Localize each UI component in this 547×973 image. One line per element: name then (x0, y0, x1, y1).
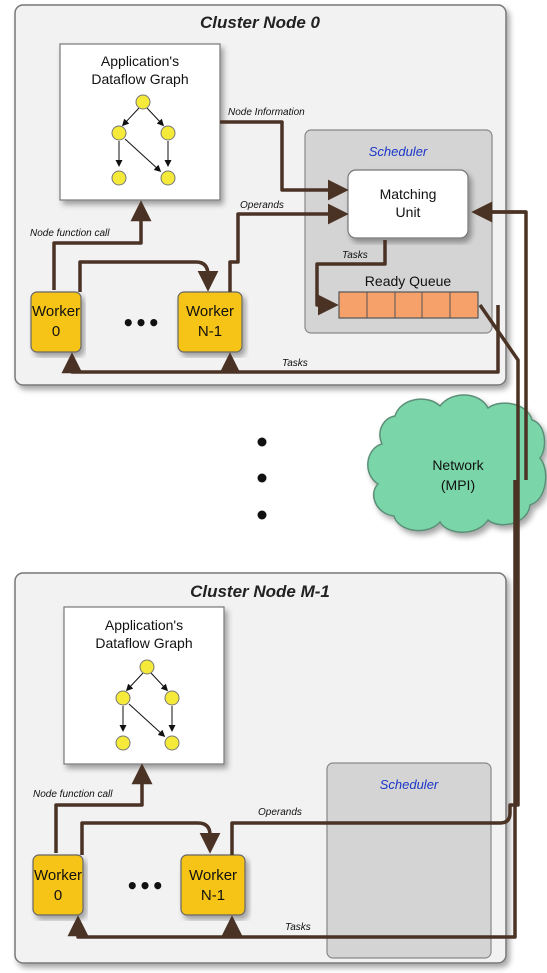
cluster-node-m-1-title: Cluster Node M-1 (190, 582, 330, 601)
worker-n-1-node-m-1: Worker N-1 (180, 854, 246, 916)
edge-operands (228, 203, 349, 292)
dataflow-graph-icon-m-1 (115, 659, 180, 751)
worker-n-1-label-line1: Worker (186, 303, 234, 320)
worker-0-label-line2: 0 (52, 323, 60, 340)
label-node-function-call-node-m-1: Node function call (33, 789, 113, 800)
label-node-function-call-node-0: Node function call (30, 228, 110, 239)
worker-n-1-m-1-label-line1: Worker (189, 867, 237, 884)
network-label-line1: Network (432, 457, 484, 473)
label-tasks-return-node-m-1: Tasks (285, 922, 311, 933)
scheduler-label-node-m-1: Scheduler (380, 777, 439, 792)
label-node-information: Node Information (228, 107, 305, 118)
edge-tasks-return (61, 305, 500, 374)
worker-n-1-node-0: Worker N-1 (177, 291, 243, 353)
scheduler-box-node-m-1: Scheduler (326, 762, 492, 959)
edge-operands-m-1 (230, 304, 520, 855)
edge-tasks-return-m-1 (67, 480, 517, 939)
cluster-node-0-title: Cluster Node 0 (200, 13, 321, 32)
label-operands-node-0: Operands (240, 200, 284, 211)
edge-node-information (220, 120, 349, 201)
label-tasks-return-node-0: Tasks (282, 358, 308, 369)
worker-0-label-line1: Worker (32, 303, 80, 320)
edge-node-function-call (52, 200, 152, 290)
cluster-node-m-1: Cluster Node M-1 Application's Dataflow … (14, 201, 528, 964)
worker-0-node-m-1: Worker 0 (32, 854, 84, 916)
worker-n-1-m-1-label-line2: N-1 (201, 887, 225, 904)
vertical-ellipsis (257, 437, 267, 520)
network-label-line2: (MPI) (441, 477, 475, 493)
ready-queue-label: Ready Queue (365, 273, 452, 289)
worker-0-node-0: Worker 0 (30, 291, 82, 353)
label-tasks-internal: Tasks (342, 250, 368, 261)
dataflow-graph-title-line1: Application's (101, 53, 179, 69)
dataflow-graph-title-line2: Dataflow Graph (91, 71, 188, 87)
arrows-node-m-1 (54, 201, 528, 939)
edge-tasks-internal (315, 240, 387, 316)
scheduler-box-node-0: Scheduler Matching Unit Ready Queue (304, 129, 493, 334)
dataflow-graph-m-1-title-line2: Dataflow Graph (95, 635, 192, 651)
ready-queue (338, 291, 479, 319)
arrows-node-0 (52, 120, 500, 374)
cluster-node-0: Cluster Node 0 Application's Dataflow Gr… (14, 4, 507, 386)
worker-n-1-label-line2: N-1 (198, 323, 222, 340)
dataflow-graph-icon (111, 94, 176, 186)
dataflow-graph-m-1-title-line1: Application's (105, 617, 183, 633)
matching-unit-label-line2: Unit (396, 204, 421, 220)
worker-0-m-1-label-line1: Worker (34, 867, 82, 884)
scheduler-label-node-0: Scheduler (369, 144, 428, 159)
network-cloud: Network (MPI) (367, 394, 547, 533)
label-operands-node-m-1: Operands (258, 807, 302, 818)
worker-0-m-1-label-line2: 0 (54, 887, 62, 904)
workers-ellipsis-node-m-1: ••• (126, 874, 164, 898)
matching-unit-label-line1: Matching (380, 186, 437, 202)
workers-ellipsis-node-0: ••• (122, 311, 160, 335)
dataflow-graph-box: Application's Dataflow Graph (59, 43, 221, 201)
dataflow-graph-box-m-1: Application's Dataflow Graph (63, 606, 225, 765)
